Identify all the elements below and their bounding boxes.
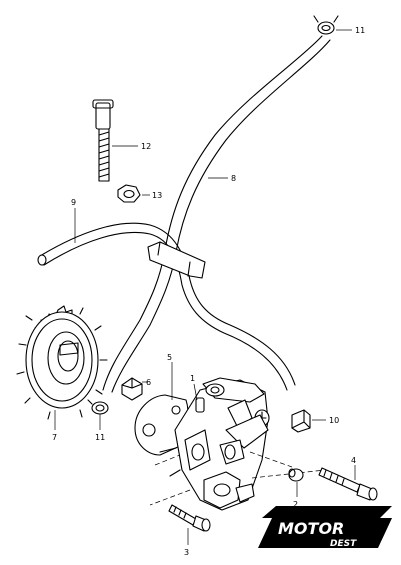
gasket-5 (134, 394, 189, 456)
callout-7: 7 (52, 433, 57, 442)
bolt-3 (168, 504, 211, 532)
callout-9: 9 (71, 198, 76, 207)
callout-6: 6 (146, 378, 151, 387)
callout-8: 8 (231, 174, 236, 183)
callout-13: 13 (152, 191, 162, 200)
logo-line-2: DEST (330, 539, 357, 549)
callout-5: 5 (167, 353, 172, 362)
nut-13 (117, 184, 141, 203)
callout-labels: 11 12 13 8 9 5 1 6 7 11 10 2 4 3 (52, 26, 365, 557)
leader-lines (54, 29, 356, 545)
callout-1: 1 (190, 374, 195, 383)
dowel-pin-2 (288, 468, 304, 482)
callout-11-lower: 11 (95, 433, 105, 442)
clamp-6 (121, 377, 143, 401)
callout-2: 2 (293, 500, 298, 509)
logo-line-1: MOTOR (278, 519, 344, 538)
callout-10: 10 (329, 416, 339, 425)
oil-pump-1 (159, 377, 270, 511)
callout-12: 12 (141, 142, 151, 151)
hose-clip-lower (87, 399, 109, 415)
motordest-logo: MOTOR DEST (258, 506, 392, 549)
callout-11-top: 11 (355, 26, 365, 35)
hose-bracket (147, 241, 206, 279)
callout-4: 4 (351, 456, 356, 465)
hose-fitting-10 (291, 409, 311, 433)
oil-pump-gear-7 (16, 305, 108, 420)
callout-3: 3 (184, 548, 189, 557)
hose-9 (37, 222, 296, 391)
hose-clip-top (313, 15, 339, 35)
bolt-4 (318, 467, 378, 501)
union-bolt-12 (92, 99, 114, 182)
hose-8 (102, 35, 331, 393)
